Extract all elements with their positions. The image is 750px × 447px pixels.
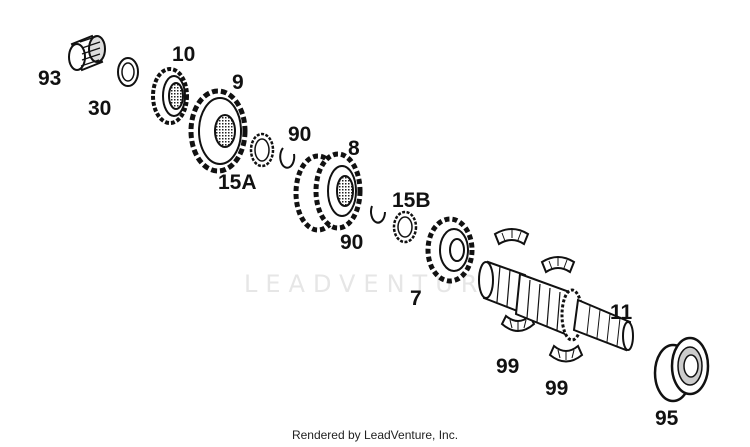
needle-cage-part-99-bottom-right[interactable] bbox=[548, 344, 584, 363]
callout-95: 95 bbox=[655, 407, 679, 430]
needle-cage-part-99-top-left[interactable] bbox=[493, 228, 530, 246]
footer-credit: Rendered by LeadVenture, Inc. bbox=[291, 428, 459, 442]
splined-washer-part-15B[interactable] bbox=[392, 210, 418, 244]
callout-90-upper: 90 bbox=[288, 123, 312, 146]
callout-11: 11 bbox=[610, 301, 633, 324]
gear-part-9[interactable] bbox=[188, 88, 248, 174]
splined-shaft-part-11[interactable] bbox=[478, 260, 634, 352]
gear-part-8[interactable] bbox=[293, 151, 363, 233]
callout-93: 93 bbox=[38, 67, 62, 90]
needle-cage-part-99-top-right[interactable] bbox=[540, 256, 576, 274]
callout-7: 7 bbox=[410, 287, 422, 310]
gear-part-7[interactable] bbox=[425, 216, 475, 284]
callout-15a: 15A bbox=[218, 171, 257, 194]
gear-part-10[interactable] bbox=[151, 67, 189, 125]
thrust-washer-part-30[interactable] bbox=[117, 57, 139, 87]
ball-bearing-part-95[interactable] bbox=[653, 336, 710, 403]
callout-30: 30 bbox=[88, 97, 112, 120]
callout-9: 9 bbox=[232, 71, 244, 94]
needle-bearing-part-93[interactable] bbox=[68, 34, 106, 72]
circlip-part-90-upper[interactable] bbox=[279, 147, 296, 169]
callout-15b: 15B bbox=[392, 189, 431, 212]
callout-10: 10 bbox=[172, 43, 196, 66]
callout-99-left: 99 bbox=[496, 355, 520, 378]
callout-90-lower: 90 bbox=[340, 231, 364, 254]
splined-washer-part-15A[interactable] bbox=[249, 132, 275, 168]
circlip-part-90-lower[interactable] bbox=[370, 205, 386, 224]
callout-8: 8 bbox=[348, 137, 360, 160]
callout-99-right: 99 bbox=[545, 377, 569, 400]
